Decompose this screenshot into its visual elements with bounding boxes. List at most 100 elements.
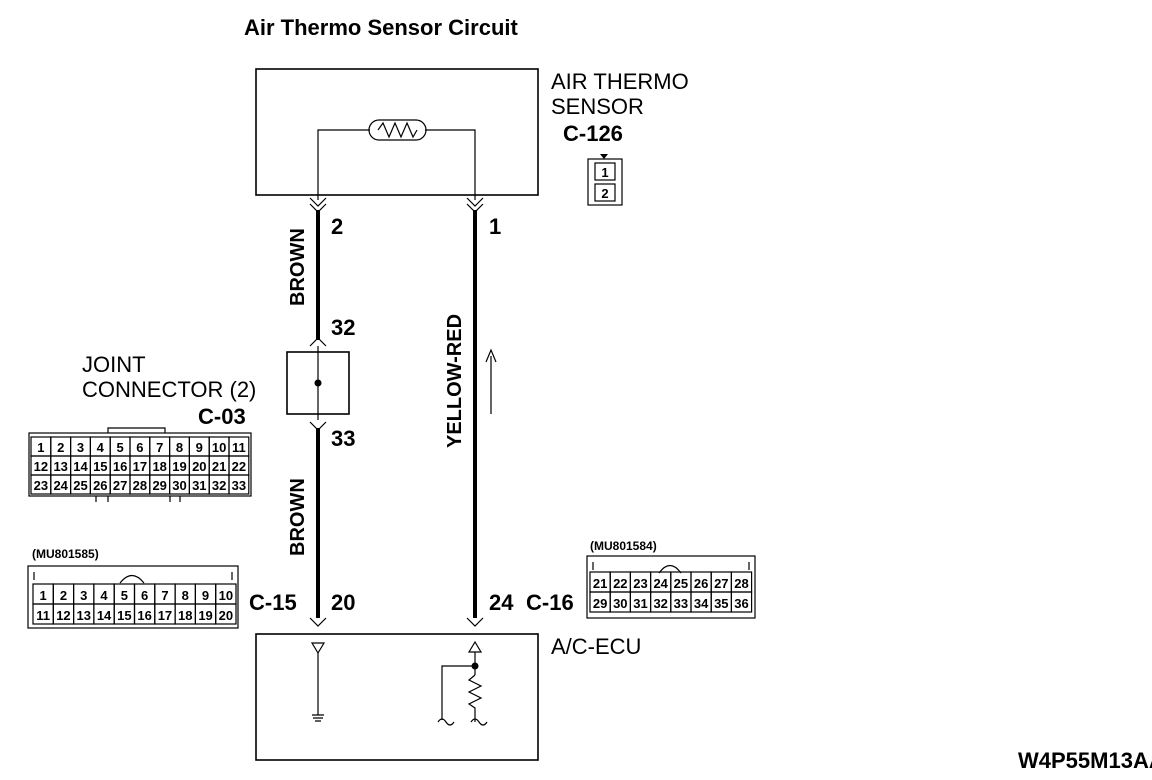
sensor-box [255, 68, 539, 196]
ecu-right-face-pin: 35 [714, 596, 728, 611]
ecu-ground-icon [310, 642, 326, 722]
joint-connector-label: C-03 [198, 404, 246, 429]
ecu-left-face-pin: 10 [219, 588, 233, 603]
ecu-right-face-pin: 27 [714, 576, 728, 591]
ecu-connector-right-label: C-16 [526, 590, 574, 615]
terminal-joint-in: 32 [331, 315, 355, 340]
ecu-right-face-pin: 32 [653, 596, 667, 611]
joint-face-pin: 11 [232, 440, 246, 455]
sensor-pin-1: 1 [601, 165, 608, 180]
sensor-connector-face: 1 2 [587, 154, 623, 206]
sensor-right-terminal-icon [466, 197, 484, 213]
ecu-box [255, 633, 539, 761]
joint-face-pin: 3 [77, 440, 84, 455]
joint-face-pin: 1 [37, 440, 44, 455]
joint-face-pin: 7 [156, 440, 163, 455]
joint-face-pin: 29 [152, 478, 166, 493]
joint-face-pin: 8 [176, 440, 183, 455]
ecu-left-face-latches [33, 572, 233, 580]
joint-face-pin: 13 [53, 459, 67, 474]
ecu-right-face-pin: 21 [593, 576, 607, 591]
ecu-right-face-pin: 36 [734, 596, 748, 611]
terminal-joint-out: 33 [331, 426, 355, 451]
joint-face-pin: 10 [212, 440, 226, 455]
joint-face-pin: 18 [152, 459, 166, 474]
joint-face-pin: 33 [232, 478, 246, 493]
ecu-right-face-pin: 24 [653, 576, 668, 591]
joint-face-outline [28, 432, 252, 497]
terminal-sensor-left: 2 [331, 214, 343, 239]
ecu-left-face-pin: 14 [97, 608, 112, 623]
ecu-name: A/C-ECU [551, 634, 641, 659]
ecu-right-face-lock [658, 564, 682, 574]
ecu-left-face-pin: 5 [121, 588, 128, 603]
joint-face-pin: 17 [133, 459, 147, 474]
ecu-part-left: (MU801585) [32, 547, 99, 561]
ecu-left-face-pin: 13 [77, 608, 91, 623]
ecu-connector-left-label: C-15 [249, 590, 297, 615]
ecu-left-face-pin: 19 [198, 608, 212, 623]
terminal-ecu-right: 24 [489, 590, 514, 615]
ecu-right-terminal-icon [466, 617, 484, 627]
sensor-name-line1: AIR THERMO [551, 69, 689, 94]
joint-face-pin: 5 [116, 440, 123, 455]
joint-face-pin: 14 [73, 459, 88, 474]
ecu-left-face-pin: 12 [56, 608, 70, 623]
joint-face-pin: 30 [172, 478, 186, 493]
ecu-sensing-circuit [437, 640, 488, 726]
joint-face-pin: 12 [34, 459, 48, 474]
ecu-left-face-pin: 7 [161, 588, 168, 603]
ecu-right-face-pin: 26 [694, 576, 708, 591]
ecu-left-face-lock [119, 574, 145, 584]
ecu-left-face-pin: 15 [117, 608, 131, 623]
joint-face-pin: 9 [196, 440, 203, 455]
joint-face-pin: 2 [57, 440, 64, 455]
joint-face-pin: 21 [212, 459, 226, 474]
diagram-code: W4P55M13AA [1018, 748, 1152, 773]
joint-face-pin: 6 [136, 440, 143, 455]
ecu-left-face-pin: 8 [182, 588, 189, 603]
joint-face-key [107, 427, 166, 433]
ecu-left-face-pin: 2 [60, 588, 67, 603]
sensor-internal-wire-right [425, 129, 476, 200]
terminal-ecu-left: 20 [331, 590, 355, 615]
joint-face-pin: 22 [232, 459, 246, 474]
diagram-title: Air Thermo Sensor Circuit [244, 15, 519, 40]
ecu-right-face-pin: 25 [674, 576, 688, 591]
ecu-left-terminal-icon [309, 617, 327, 627]
sensor-connector-label: C-126 [563, 121, 623, 146]
ecu-left-face-pin: 20 [219, 608, 233, 623]
ecu-right-face-cell [730, 591, 753, 613]
sensor-internal-wire-left [317, 129, 370, 200]
joint-face-pin: 32 [212, 478, 226, 493]
wire-label-yellow-red: YELLOW-RED [444, 314, 466, 448]
current-direction-arrow-icon [485, 348, 497, 414]
ecu-left-face-pin: 1 [40, 588, 47, 603]
joint-face-pin: 23 [34, 478, 48, 493]
ecu-part-right: (MU801584) [590, 539, 657, 553]
ecu-left-face-pin: 9 [202, 588, 209, 603]
joint-face-pin: 31 [192, 478, 206, 493]
ecu-right-face-pin: 29 [593, 596, 607, 611]
ecu-left-face-cell [215, 603, 237, 625]
joint-name-line1: JOINT [82, 352, 146, 377]
sensor-pin-2: 2 [601, 186, 608, 201]
ecu-right-face-pin: 23 [633, 576, 647, 591]
joint-in-terminal-icon [309, 337, 327, 347]
ecu-left-face-pin: 3 [80, 588, 87, 603]
ecu-left-face-pin: 17 [158, 608, 172, 623]
joint-name-line2: CONNECTOR (2) [82, 377, 256, 402]
wire-label-brown-top: BROWN [287, 228, 309, 306]
joint-face-tabs [95, 496, 181, 502]
joint-splice-dot [314, 379, 322, 387]
joint-face-pin: 4 [97, 440, 105, 455]
joint-face-cell [228, 474, 250, 495]
ecu-right-face-pin: 34 [694, 596, 709, 611]
sensor-left-terminal-icon [309, 197, 327, 213]
joint-face-pin: 26 [93, 478, 107, 493]
ecu-left-face-pin: 4 [100, 588, 108, 603]
terminal-sensor-right: 1 [489, 214, 501, 239]
